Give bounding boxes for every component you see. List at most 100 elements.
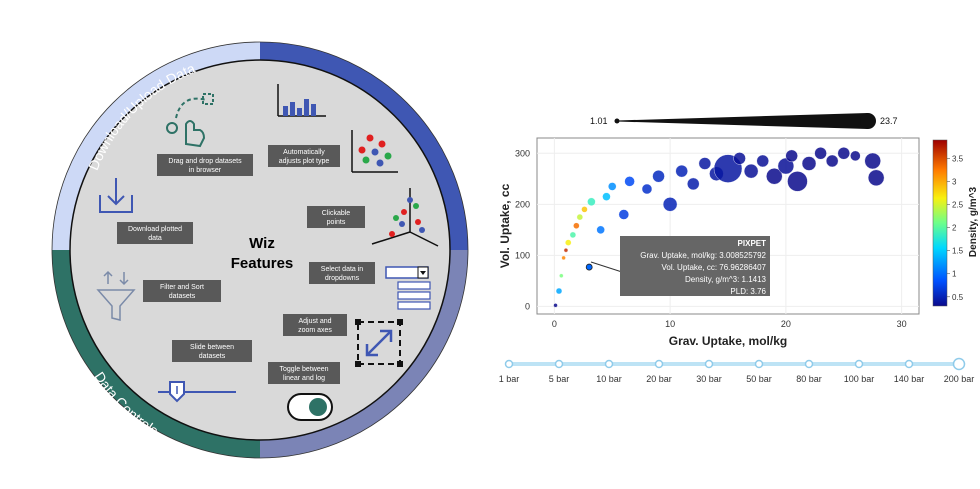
scatter-point[interactable] bbox=[837, 147, 850, 160]
scatter-point[interactable] bbox=[561, 255, 566, 261]
feature-filter-sort: Filter and Sort datasets bbox=[143, 280, 221, 302]
slider-stop[interactable] bbox=[754, 359, 764, 369]
slider-stop-label[interactable]: 5 bar bbox=[549, 374, 570, 384]
feature-select-dropdown-line1: Select data in bbox=[321, 266, 364, 273]
colorbar-tick-label: 1.5 bbox=[952, 247, 964, 256]
scatter-point[interactable] bbox=[785, 149, 798, 163]
zoom-axes-icon bbox=[355, 319, 403, 367]
drag-drop-icon bbox=[166, 93, 214, 148]
slider-stop-label[interactable]: 20 bar bbox=[646, 374, 672, 384]
y-axis-label: Vol. Uptake, cc bbox=[498, 183, 512, 268]
colorbar-tick-label: 2 bbox=[952, 224, 957, 233]
feature-auto-plot-line1: Automatically bbox=[283, 149, 325, 156]
tooltip-name: PIXPET bbox=[738, 239, 767, 248]
tooltip-line1: Grav. Uptake, mol/kg: 3.008525792 bbox=[640, 251, 766, 260]
3d-scatter-icon bbox=[371, 188, 439, 247]
point-tooltip: PIXPET Grav. Uptake, mol/kg: 3.008525792… bbox=[590, 236, 770, 296]
slider-stop-label[interactable]: 30 bar bbox=[696, 374, 722, 384]
y-tick-label: 0 bbox=[525, 301, 530, 311]
scatter-point[interactable] bbox=[602, 192, 611, 201]
scatter-point[interactable] bbox=[555, 287, 563, 295]
center-title-line2: Features bbox=[231, 255, 294, 272]
scatter-point[interactable] bbox=[624, 176, 635, 187]
slider-stop[interactable] bbox=[654, 359, 664, 369]
feature-filter-sort-line1: Filter and Sort bbox=[160, 284, 204, 291]
dropdown-icon bbox=[385, 266, 431, 310]
size-legend-min-label: 1.01 bbox=[590, 116, 608, 126]
slider-stop[interactable] bbox=[504, 359, 514, 369]
pressure-slider[interactable]: 1 bar 5 bar 10 bar 20 bar 30 bar 50 bar 80 bar… bbox=[499, 357, 975, 385]
slider-stop-label[interactable]: 80 bar bbox=[796, 374, 822, 384]
slider-stop-label[interactable]: 100 bar bbox=[844, 374, 875, 384]
scatter-point[interactable] bbox=[825, 154, 839, 168]
scatter-point[interactable] bbox=[814, 147, 827, 160]
slider-stop[interactable] bbox=[554, 359, 564, 369]
center-title-line1: Wiz bbox=[249, 235, 275, 252]
scatter-point[interactable] bbox=[867, 169, 885, 186]
scatter-point[interactable] bbox=[801, 156, 817, 171]
feature-clickable: Clickable points bbox=[307, 206, 365, 228]
scatter-point[interactable] bbox=[652, 170, 665, 183]
scatter-point[interactable] bbox=[687, 177, 700, 191]
feature-adjust-zoom: Adjust and zoom axes bbox=[283, 314, 347, 336]
scatter-point[interactable] bbox=[565, 239, 572, 246]
size-legend-max-label: 23.7 bbox=[880, 116, 898, 126]
scatter-point[interactable] bbox=[733, 152, 746, 165]
scatter-point[interactable] bbox=[563, 248, 569, 253]
size-legend-max-marker bbox=[860, 113, 876, 129]
scatter-point[interactable] bbox=[864, 152, 881, 170]
scatter-point[interactable] bbox=[662, 197, 678, 212]
slider-stop[interactable] bbox=[604, 359, 614, 369]
colorbar-ticks: 3.532.521.510.5 bbox=[947, 154, 964, 302]
slider-stop[interactable] bbox=[904, 359, 914, 369]
colorbar-tick-label: 3.5 bbox=[952, 154, 964, 163]
feature-select-dropdown: Select data in dropdowns bbox=[309, 262, 375, 284]
slider-stop[interactable] bbox=[854, 359, 864, 369]
feature-adjust-zoom-line1: Adjust and bbox=[298, 318, 331, 325]
scatter-point[interactable] bbox=[553, 303, 558, 308]
feature-auto-plot: Automatically adjusts plot type bbox=[268, 145, 340, 167]
scatter-point[interactable] bbox=[608, 182, 617, 191]
x-axis-label: Grav. Uptake, mol/kg bbox=[669, 334, 787, 348]
scatter-point[interactable] bbox=[787, 171, 808, 192]
scatter-point[interactable] bbox=[675, 164, 688, 178]
scatter-point[interactable] bbox=[641, 183, 653, 195]
size-legend: 1.01 23.7 bbox=[590, 113, 898, 129]
colorbar-tick-label: 2.5 bbox=[952, 201, 964, 210]
scatter-point[interactable] bbox=[569, 231, 577, 239]
feature-filter-sort-line2: datasets bbox=[169, 293, 196, 300]
colorbar-title: Density, g/m^3 bbox=[968, 187, 979, 258]
filter-icon bbox=[96, 270, 136, 321]
highlighted-point[interactable] bbox=[585, 263, 593, 271]
scatter-point[interactable] bbox=[573, 222, 580, 229]
feature-drag-drop-line1: Drag and drop datasets bbox=[168, 158, 242, 165]
scatter-point[interactable] bbox=[587, 197, 596, 206]
colorbar-tick-label: 3 bbox=[952, 178, 957, 187]
slider-stop-label[interactable]: 1 bar bbox=[499, 374, 520, 384]
outer-border bbox=[51, 41, 469, 459]
slider-stop[interactable] bbox=[704, 359, 714, 369]
feature-adjust-zoom-line2: zoom axes bbox=[298, 327, 332, 334]
feature-clickable-line1: Clickable bbox=[322, 210, 351, 217]
slider-handle[interactable] bbox=[952, 357, 966, 371]
slider-stop-label[interactable]: 50 bar bbox=[746, 374, 772, 384]
features-wheel: Download/Upload Data Data Controls Wiz F… bbox=[51, 41, 469, 459]
scatter-point[interactable] bbox=[618, 209, 630, 220]
slider-stop-label[interactable]: 140 bar bbox=[894, 374, 925, 384]
scatter-point[interactable] bbox=[559, 273, 564, 278]
scatter-point[interactable] bbox=[850, 150, 861, 162]
slider-stop-label[interactable]: 200 bar bbox=[944, 374, 975, 384]
scatter-point[interactable] bbox=[766, 168, 783, 185]
scatter-point[interactable] bbox=[596, 225, 605, 235]
scatter-point[interactable] bbox=[698, 157, 712, 170]
slider-stop[interactable] bbox=[804, 359, 814, 369]
scatter-point[interactable] bbox=[576, 213, 584, 221]
scatter-point[interactable] bbox=[756, 154, 769, 168]
feature-slide-between-line2: datasets bbox=[199, 353, 226, 360]
scatter-point[interactable] bbox=[743, 163, 759, 179]
slider-stop-label[interactable]: 10 bar bbox=[596, 374, 622, 384]
scatter-point[interactable] bbox=[581, 206, 588, 213]
x-tick-label: 30 bbox=[897, 319, 907, 329]
